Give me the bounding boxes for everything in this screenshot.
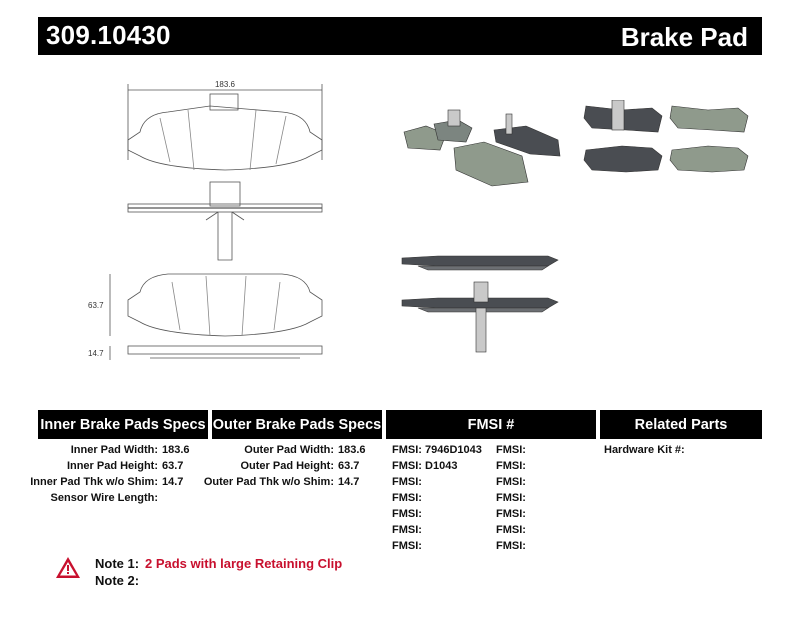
outer-height-label: Outer Pad Height: (240, 460, 334, 472)
outer-height-value: 63.7 (338, 460, 360, 472)
fmsi-label: FMSI: (496, 444, 526, 456)
note1-text: 2 Pads with large Retaining Clip (145, 556, 343, 571)
fmsi-label: FMSI: (392, 460, 422, 472)
thickness-dimension-label: 14.7 (88, 349, 104, 358)
outer-width-value: 183.6 (338, 444, 366, 456)
outer-width-label: Outer Pad Width: (244, 444, 334, 456)
fmsi-label: FMSI: (392, 524, 422, 536)
product-photo-set (403, 109, 561, 187)
warning-triangle-icon (56, 557, 80, 578)
outer-specs-header: Outer Brake Pads Specs (212, 410, 382, 439)
fmsi-header: FMSI # (386, 410, 596, 439)
product-photo-profile (401, 255, 559, 353)
fmsi-label: FMSI: (392, 476, 422, 488)
outer-thickness-value: 14.7 (338, 476, 360, 488)
hardware-kit-label: Hardware Kit #: (604, 444, 685, 456)
inner-width-value: 183.6 (162, 444, 190, 456)
inner-thickness-label: Inner Pad Thk w/o Shim: (30, 476, 158, 488)
inner-height-value: 63.7 (162, 460, 184, 472)
fmsi-label: FMSI: (392, 444, 422, 456)
sensor-wire-label: Sensor Wire Length: (50, 492, 158, 504)
title-bar: 309.10430 Brake Pad (38, 17, 762, 55)
product-type: Brake Pad (620, 22, 748, 52)
technical-drawing: 183.6 63.7 14.7 (88, 80, 323, 360)
fmsi-value: 7946D1043 (425, 444, 482, 456)
fmsi-label: FMSI: (496, 524, 526, 536)
inner-thickness-value: 14.7 (162, 476, 184, 488)
inner-width-label: Inner Pad Width: (70, 444, 158, 456)
fmsi-label: FMSI: (496, 492, 526, 504)
inner-specs-header: Inner Brake Pads Specs (38, 410, 208, 439)
product-photo-grid (583, 100, 749, 173)
fmsi-label: FMSI: (496, 508, 526, 520)
inner-height-label: Inner Pad Height: (66, 460, 158, 472)
fmsi-label: FMSI: (496, 460, 526, 472)
fmsi-value: D1043 (425, 460, 458, 472)
fmsi-label: FMSI: (392, 492, 422, 504)
note2-label: Note 2: (95, 573, 140, 588)
part-number: 309.10430 (46, 20, 171, 50)
fmsi-label: FMSI: (496, 540, 526, 552)
fmsi-label: FMSI: (392, 508, 422, 520)
note1-label: Note 1: (95, 556, 140, 571)
related-parts-header: Related Parts (600, 410, 762, 439)
fmsi-label: FMSI: (496, 476, 526, 488)
height-dimension-label: 63.7 (88, 301, 104, 310)
fmsi-label: FMSI: (392, 540, 422, 552)
outer-thickness-label: Outer Pad Thk w/o Shim: (203, 476, 334, 488)
width-dimension-label: 183.6 (215, 80, 236, 89)
